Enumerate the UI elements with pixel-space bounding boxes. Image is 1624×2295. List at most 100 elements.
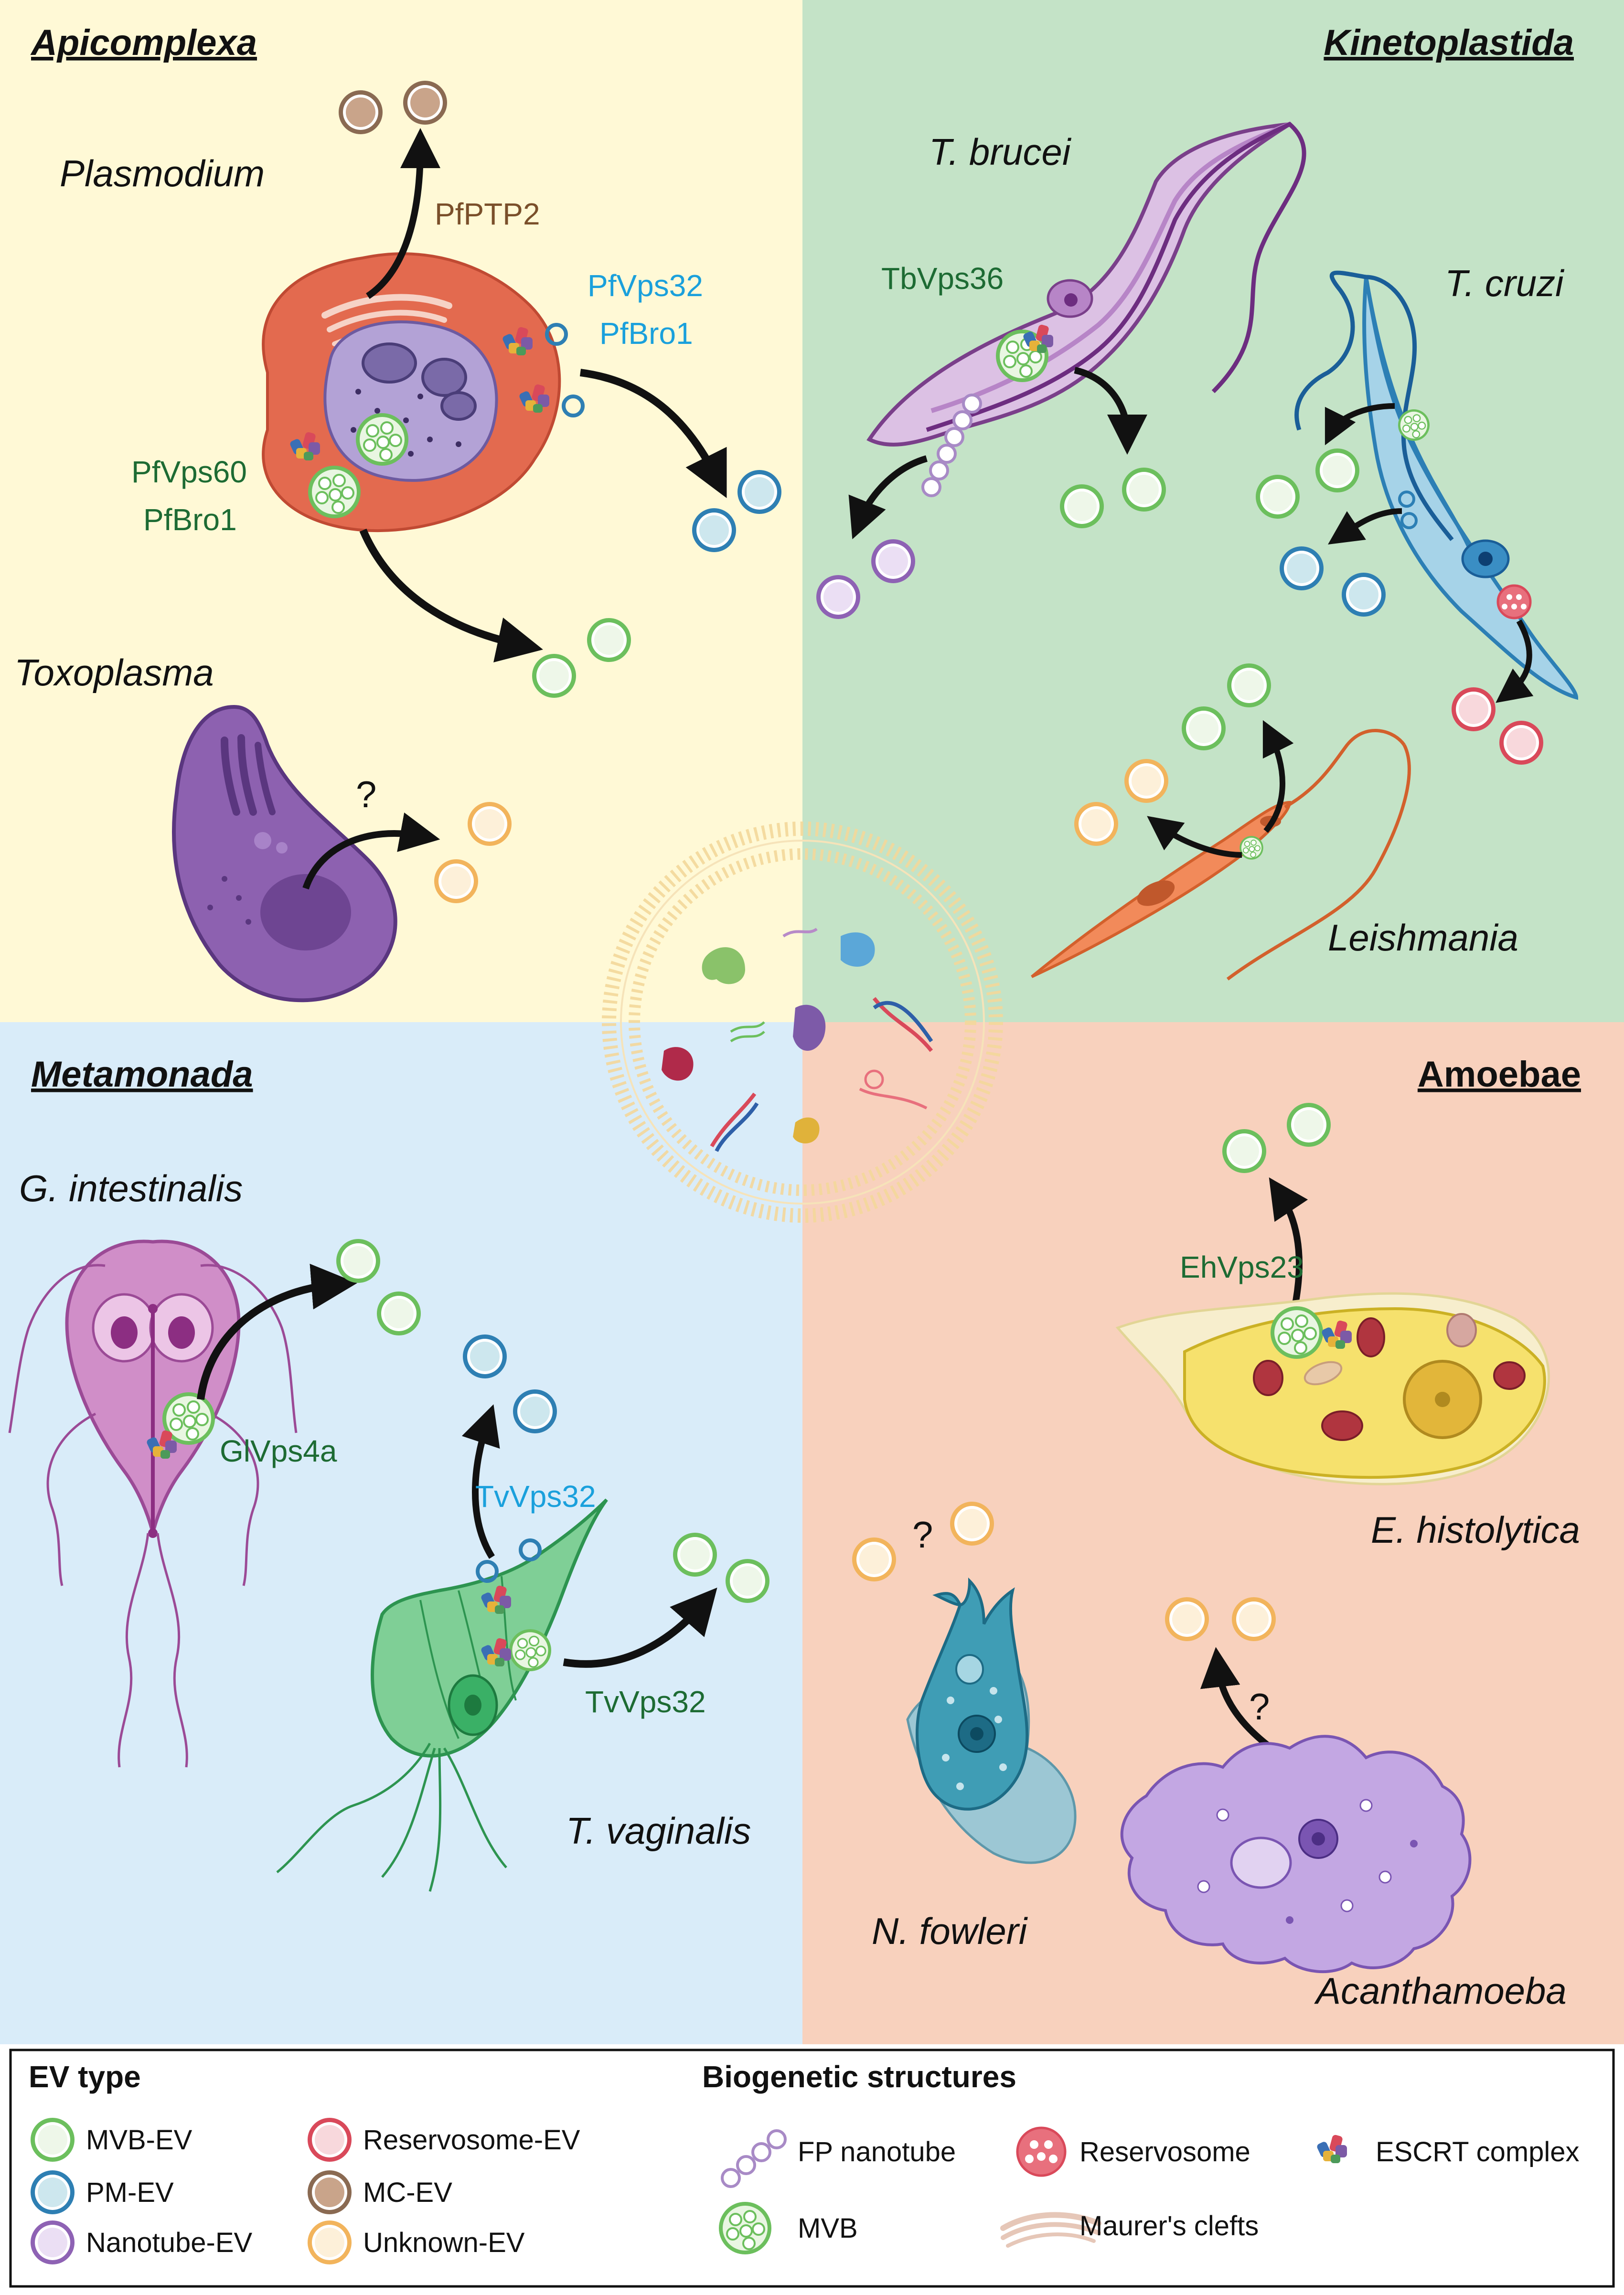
legend-mvb-ev-label: MVB-EV xyxy=(86,2124,192,2156)
mvb-icon xyxy=(307,465,362,519)
t-vaginalis-label: T. vaginalis xyxy=(566,1810,751,1852)
nanotube-ev-circle xyxy=(871,539,915,583)
plasmodium-label: Plasmodium xyxy=(60,152,265,194)
g-intestinalis-label: G. intestinalis xyxy=(19,1167,243,1209)
mvb-icon xyxy=(1397,408,1431,442)
mc-ev-circle xyxy=(403,81,447,125)
mvb-ev-arrow xyxy=(359,528,543,662)
reservosome-ev-circle xyxy=(1452,687,1496,731)
unknown-ev-circle xyxy=(852,1537,896,1581)
n-fowleri-cell xyxy=(906,1577,1077,1864)
mvb-ev-circle xyxy=(726,1559,769,1603)
leish-unknown-ev-arrow xyxy=(1147,816,1242,858)
t-vaginalis-cell xyxy=(276,1498,608,1892)
mvb-icon xyxy=(1239,835,1264,860)
reservosome-ev-circle xyxy=(1499,721,1543,765)
tb-mvb-ev-arrow xyxy=(1074,367,1147,455)
pfvps32-label: PfVps32 xyxy=(588,268,703,303)
legend-unknown-ev-icon xyxy=(308,2220,352,2264)
e-histolytica-cell xyxy=(1115,1292,1550,1485)
pfvps60-label: PfVps60 xyxy=(131,455,247,489)
mc-ev-circle xyxy=(339,90,383,134)
legend-mvb-label: MVB xyxy=(798,2213,858,2244)
legend-mvb-ev-icon xyxy=(31,2118,75,2162)
mvb-ev-circle xyxy=(1060,484,1104,528)
protein-cargo-red xyxy=(662,1047,694,1081)
mvb-ev-circle xyxy=(1287,1103,1331,1147)
glvps4a-label: GlVps4a xyxy=(220,1434,337,1468)
mvb-icon xyxy=(355,412,409,467)
dna-cargo-icon xyxy=(710,1092,757,1148)
mvb-ev-circle xyxy=(336,1239,380,1283)
pm-ev-circle xyxy=(1280,546,1324,590)
mvb-ev-circle xyxy=(377,1292,421,1335)
legend-reservosome-icon xyxy=(1016,2126,1067,2177)
rna-cargo-icon xyxy=(859,1088,928,1110)
unknown-ev-circle xyxy=(1232,1597,1276,1641)
tv-mvb-ev-arrow xyxy=(563,1587,717,1668)
pm-ev-circle xyxy=(1342,573,1386,617)
legend-nanotube-ev-label: Nanotube-EV xyxy=(86,2227,253,2258)
toxoplasma-cell xyxy=(172,705,397,1003)
eh-mvb-ev-arrow xyxy=(1269,1177,1308,1310)
nanotube-ev-arrow xyxy=(848,455,928,539)
mvb-ev-circle xyxy=(532,654,576,698)
mvb-icon xyxy=(508,1628,552,1672)
mvb-icon xyxy=(1270,1305,1324,1360)
leishmania-label: Leishmania xyxy=(1328,917,1518,959)
acanthamoeba-question-mark: ? xyxy=(1249,1686,1270,1728)
fp-nanotube-icon xyxy=(962,394,982,414)
mvb-ev-circle xyxy=(1256,475,1300,519)
legend-escrt-complex-label: ESCRT complex xyxy=(1376,2136,1580,2167)
mvb-ev-circle xyxy=(1222,1129,1266,1173)
acanthamoeba-label: Acanthamoeba xyxy=(1314,1970,1567,2012)
central-extracellular-vesicle xyxy=(602,822,1003,1223)
legend-reservosome-ev-icon xyxy=(308,2118,352,2162)
unknown-ev-circle xyxy=(1165,1597,1209,1641)
pm-ev-arrow xyxy=(579,369,727,498)
protein-cargo-blue xyxy=(841,932,875,967)
tvvps32-blue-label: TvVps32 xyxy=(475,1479,596,1514)
rna-cargo-icon xyxy=(782,928,818,938)
giardia-mvb-ev-arrow xyxy=(197,1263,357,1400)
mvb-ev-circle xyxy=(1182,706,1226,750)
leish-mvb-ev-arrow xyxy=(1262,720,1294,833)
n-fowleri-question-mark: ? xyxy=(912,1514,933,1556)
legend-pm-ev-label: PM-EV xyxy=(86,2177,174,2208)
tv-pm-ev-arrow xyxy=(461,1404,500,1559)
ehvps23-label: EhVps23 xyxy=(1180,1250,1304,1284)
metamonada-title: Metamonada xyxy=(31,1054,253,1095)
toxoplasma-question-mark: ? xyxy=(356,773,376,815)
mvb-ev-circle xyxy=(587,618,631,662)
mvb-ev-circle xyxy=(1122,468,1166,512)
nanotube-ev-circle xyxy=(816,575,860,619)
pfbro1-green-label: PfBro1 xyxy=(143,502,237,537)
legend-reservosome-ev-label: Reservosome-EV xyxy=(363,2124,580,2156)
n-fowleri-label: N. fowleri xyxy=(872,1910,1028,1952)
apicomplexa-title: Apicomplexa xyxy=(30,22,257,63)
tbvps36-label: TbVps36 xyxy=(881,261,1004,296)
maurers-clefts-icon xyxy=(321,294,452,319)
protein-cargo-purple xyxy=(793,1004,826,1051)
mvb-ev-circle xyxy=(673,1533,717,1577)
legend-panel xyxy=(9,2049,1615,2288)
protein-cargo-green xyxy=(702,947,745,984)
e-histolytica-label: E. histolytica xyxy=(1371,1509,1580,1551)
legend-mc-ev-label: MC-EV xyxy=(363,2177,452,2208)
legend-unknown-ev-label: Unknown-EV xyxy=(363,2227,525,2258)
tvvps32-green-label: TvVps32 xyxy=(585,1685,706,1719)
legend-ev-type-title: EV type xyxy=(29,2060,141,2094)
legend-mvb-icon xyxy=(718,2201,772,2255)
metamonada-quadrant xyxy=(0,1022,802,2044)
acanthamoeba-cell xyxy=(1120,1735,1472,1974)
reservosome-icon xyxy=(1496,584,1532,619)
cruzi-pm-ev-arrow xyxy=(1328,508,1402,544)
protein-cargo-yellow xyxy=(793,1117,820,1143)
legend-mc-ev-icon xyxy=(308,2170,352,2214)
amoebae-title: Amoebae xyxy=(1418,1054,1581,1095)
kinetoplastida-title: Kinetoplastida xyxy=(1324,22,1574,63)
plasmodium-infected-rbc xyxy=(262,252,583,532)
reservosome-ev-arrow xyxy=(1496,619,1534,703)
cruzi-mvb-ev-arrow xyxy=(1325,403,1395,446)
toxoplasma-label: Toxoplasma xyxy=(14,651,214,694)
